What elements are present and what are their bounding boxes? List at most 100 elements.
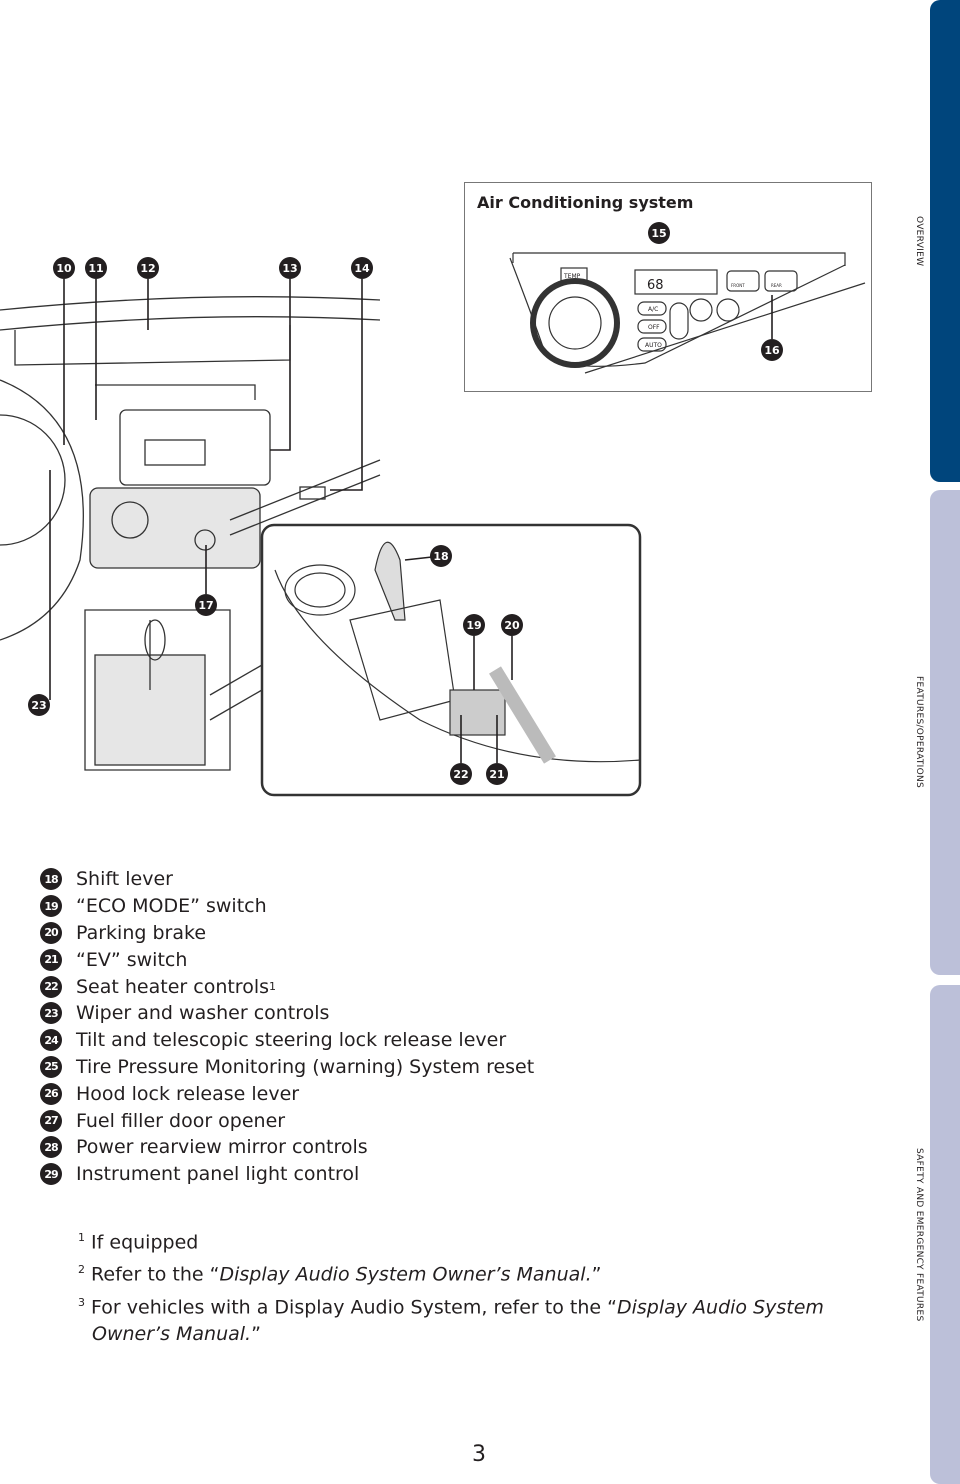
dashboard-illustration: 10 11 12 13 14 17 18 19 20 21 22 23 bbox=[0, 257, 642, 797]
off-button[interactable]: OFF bbox=[648, 324, 660, 331]
list-item: 25 Tire Pressure Monitoring (warning) Sys… bbox=[40, 1054, 534, 1081]
callout-number: 19 bbox=[466, 619, 481, 632]
callout-circle bbox=[430, 545, 452, 567]
tab-label-safety: SAFETY AND EMERGENCY FEATURES bbox=[914, 1147, 924, 1322]
callout-18: 18 bbox=[430, 545, 452, 567]
list-item: 26 Hood lock release lever bbox=[40, 1080, 534, 1107]
callout-21: 21 bbox=[486, 763, 508, 785]
item-number-badge: 21 bbox=[40, 948, 62, 971]
page-number: 3 bbox=[472, 1442, 486, 1467]
callout-16: 16 bbox=[761, 339, 783, 361]
callout-number: 23 bbox=[31, 699, 46, 712]
item-number-badge: 28 bbox=[40, 1136, 62, 1159]
callout-number: 10 bbox=[56, 262, 72, 275]
list-item: 21 “EV” switch bbox=[40, 946, 534, 973]
callout-number: 12 bbox=[140, 262, 155, 275]
item-number-badge: 26 bbox=[40, 1082, 62, 1105]
callout-circle bbox=[486, 763, 508, 785]
tab-overview[interactable] bbox=[930, 0, 960, 482]
callout-12: 12 bbox=[137, 257, 159, 279]
callout-circle bbox=[501, 614, 523, 636]
callout-number: 11 bbox=[88, 262, 103, 275]
item-number-badge: 22 bbox=[40, 975, 62, 998]
callout-circle bbox=[761, 339, 783, 361]
rear-defrost-button[interactable]: REAR bbox=[771, 283, 782, 288]
item-number-badge: 20 bbox=[40, 921, 62, 944]
item-label: Fuel filler door opener bbox=[76, 1109, 286, 1132]
list-item: 19“ECO MODE” switch bbox=[40, 893, 534, 920]
item-label: Tire Pressure Monitoring (warning) Syste… bbox=[76, 1055, 535, 1078]
item-label: Seat heater controls bbox=[76, 975, 270, 998]
item-label: “ECO MODE” switch bbox=[76, 895, 267, 918]
callout-circle bbox=[195, 594, 217, 616]
callout-circle bbox=[450, 763, 472, 785]
callout-number: 20 bbox=[504, 619, 520, 632]
callout-number: 14 bbox=[354, 262, 370, 275]
list-item: 20 Parking brake bbox=[40, 920, 534, 947]
item-label: Tilt and telescopic steering lock releas… bbox=[76, 1029, 507, 1052]
footnote-text: For vehicles with a Display Audio System… bbox=[91, 1295, 617, 1318]
ac-inset-title: Air Conditioning system bbox=[477, 193, 694, 212]
tab-safety-emergency[interactable] bbox=[930, 985, 960, 1484]
footnote-3: 3 For vehicles with a Display Audio Syst… bbox=[78, 1289, 882, 1348]
callout-circle bbox=[53, 257, 75, 279]
callout-15: 15 bbox=[648, 222, 670, 244]
manual-title: Display Audio System Owner’s Manual. bbox=[219, 1263, 592, 1286]
footnote-text: If equipped bbox=[91, 1231, 199, 1254]
callout-circle bbox=[463, 614, 485, 636]
callout-number: 18 bbox=[433, 550, 448, 563]
item-label: Parking brake bbox=[76, 921, 207, 944]
callout-circle bbox=[28, 694, 50, 716]
footnote-2: 2 Refer to the “Display Audio System Own… bbox=[78, 1256, 882, 1288]
item-number-badge: 25 bbox=[40, 1055, 62, 1078]
item-label: “EV” switch bbox=[76, 948, 188, 971]
list-item: 28 Power rearview mirror controls bbox=[40, 1134, 534, 1161]
item-label: Power rearview mirror controls bbox=[76, 1136, 368, 1159]
list-item: 27 Fuel filler door opener bbox=[40, 1107, 534, 1134]
footnotes: 1 If equipped 2 Refer to the “Display Au… bbox=[78, 1224, 882, 1348]
callout-circle bbox=[85, 257, 107, 279]
front-defrost-button[interactable]: FRONT bbox=[731, 283, 745, 288]
callout-circle bbox=[351, 257, 373, 279]
callout-11: 11 bbox=[85, 257, 107, 279]
list-item: 24 Tilt and telescopic steering lock rele… bbox=[40, 1027, 534, 1054]
list-item: 18 Shift lever bbox=[40, 866, 534, 893]
item-footnote-marker: 1 bbox=[269, 980, 277, 994]
item-label: Instrument panel light control bbox=[76, 1163, 360, 1186]
callout-circle bbox=[279, 257, 301, 279]
callout-20: 20 bbox=[501, 614, 523, 636]
callout-number: 22 bbox=[453, 768, 468, 781]
callout-circle bbox=[648, 222, 670, 244]
callout-17: 17 bbox=[195, 594, 217, 616]
temp-label: TEMP bbox=[563, 273, 581, 280]
footnote-end: ” bbox=[591, 1263, 602, 1286]
temp-display: 68 bbox=[647, 278, 664, 293]
tab-features-operations[interactable] bbox=[930, 490, 960, 975]
callout-13: 13 bbox=[279, 257, 301, 279]
footnote-marker: 2 bbox=[78, 1263, 85, 1277]
item-number-badge: 24 bbox=[40, 1029, 62, 1052]
callout-19: 19 bbox=[463, 614, 485, 636]
footnote-marker: 1 bbox=[78, 1231, 85, 1244]
ac-button[interactable]: A/C bbox=[648, 306, 658, 313]
auto-button[interactable]: AUTO bbox=[645, 342, 662, 349]
callout-number: 16 bbox=[764, 344, 780, 357]
callout-number: 15 bbox=[651, 227, 666, 240]
item-number-badge: 27 bbox=[40, 1109, 62, 1132]
item-number-badge: 18 bbox=[40, 868, 62, 891]
callout-circle bbox=[137, 257, 159, 279]
ac-system-inset: Air Conditioning system TEMP 68 A/C OFF bbox=[464, 182, 872, 392]
footnote-text: Refer to the “ bbox=[91, 1263, 220, 1286]
item-label: Shift lever bbox=[76, 868, 173, 891]
ac-panel-illustration: TEMP 68 A/C OFF AUTO FRONT REAR 15 16 bbox=[509, 222, 866, 374]
item-label: Hood lock release lever bbox=[76, 1082, 300, 1105]
tab-label-features: FEATURES/OPERATIONS bbox=[914, 676, 924, 789]
footnote-1: 1 If equipped bbox=[78, 1224, 882, 1256]
callout-10: 10 bbox=[53, 257, 75, 279]
callout-number: 13 bbox=[282, 262, 297, 275]
